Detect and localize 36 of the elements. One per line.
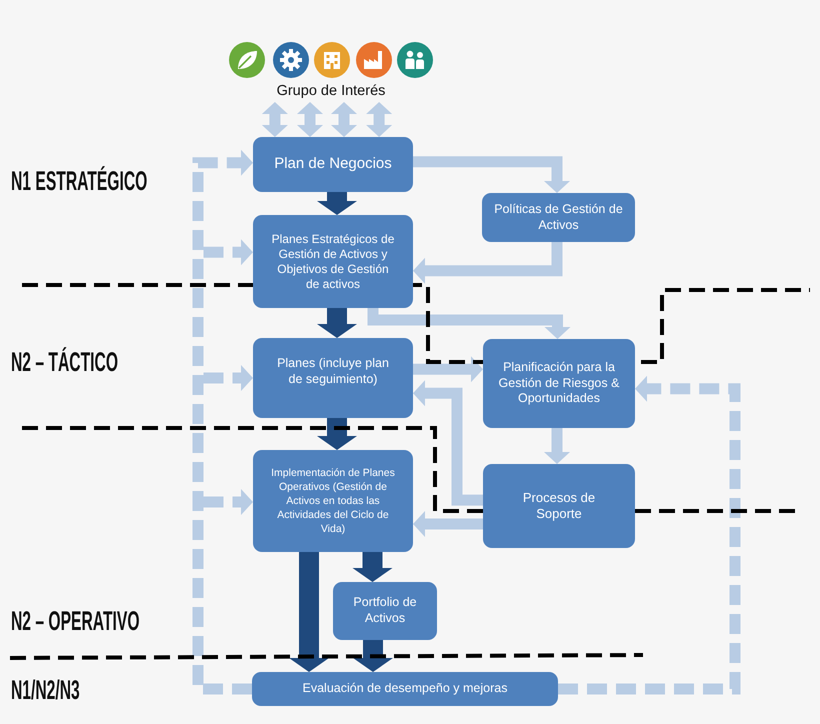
dashed-arrow (204, 365, 253, 391)
arrow (368, 308, 570, 339)
arrow (413, 156, 570, 193)
double-arrow (366, 102, 392, 137)
arrow (317, 192, 357, 215)
double-arrow (262, 102, 288, 137)
process-box: Portfolio de Activos (333, 582, 437, 640)
dashed-arrow (192, 150, 253, 694)
arrow (544, 428, 570, 464)
arrow (353, 640, 393, 672)
process-box: Planes Estratégicos de Gestión de Activos y Objetivos de Gestión de activos (253, 215, 413, 308)
process-box: Evaluación de desempeño y mejoras (252, 672, 558, 706)
arrow (352, 552, 392, 582)
process-box: Implementación de Planes Operativos (Gestión de Activos en todas las Actividades del Ciclo de Vida) (253, 450, 413, 552)
level-label: N1 ESTRATÉGICO (11, 168, 148, 195)
arrow (317, 308, 357, 338)
arrow (413, 380, 483, 506)
arrow (317, 418, 357, 450)
arrow (413, 511, 483, 537)
process-box: Plan de Negocios (253, 137, 413, 192)
level-label: N2 – OPERATIVO (11, 608, 140, 635)
process-box: Planificación para la Gestión de Riesgos & Oportunidades (483, 339, 635, 428)
level-label: N1/N2/N3 (11, 677, 80, 704)
arrow (289, 552, 329, 672)
double-arrow (331, 102, 357, 137)
process-box: Procesos de Soporte (483, 464, 635, 548)
level-label: N2 – TÁCTICO (11, 349, 118, 376)
arrow (413, 242, 562, 284)
group-label: Grupo de Interés (276, 83, 386, 99)
process-box: Políticas de Gestión de Activos (482, 193, 635, 242)
double-arrow (297, 102, 323, 137)
dashed-arrow (558, 376, 740, 694)
dashed-arrow (204, 239, 253, 266)
process-box: Planes (incluye plan de seguimiento) (253, 338, 413, 418)
arrow (413, 356, 483, 382)
dashed-arrow (204, 489, 253, 515)
